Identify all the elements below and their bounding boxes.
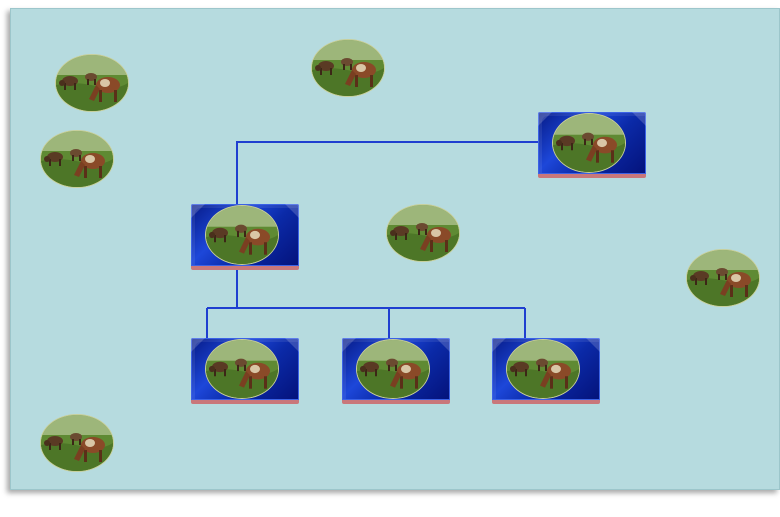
loose-cow-photo[interactable]	[386, 204, 460, 262]
cow-photo	[205, 339, 279, 399]
loose-cow-photo[interactable]	[55, 54, 129, 112]
cow-photo	[552, 113, 626, 173]
node-bottom-1[interactable]	[191, 338, 299, 404]
node-top-right[interactable]	[538, 112, 646, 178]
loose-cow-photo[interactable]	[40, 414, 114, 472]
loose-cow-photo[interactable]	[686, 249, 760, 307]
cow-photo	[356, 339, 430, 399]
cow-photo	[506, 339, 580, 399]
cow-photo	[205, 205, 279, 265]
loose-cow-photo[interactable]	[311, 39, 385, 97]
node-bottom-3[interactable]	[492, 338, 600, 404]
node-bottom-2[interactable]	[342, 338, 450, 404]
loose-cow-photo[interactable]	[40, 130, 114, 188]
node-mid[interactable]	[191, 204, 299, 270]
